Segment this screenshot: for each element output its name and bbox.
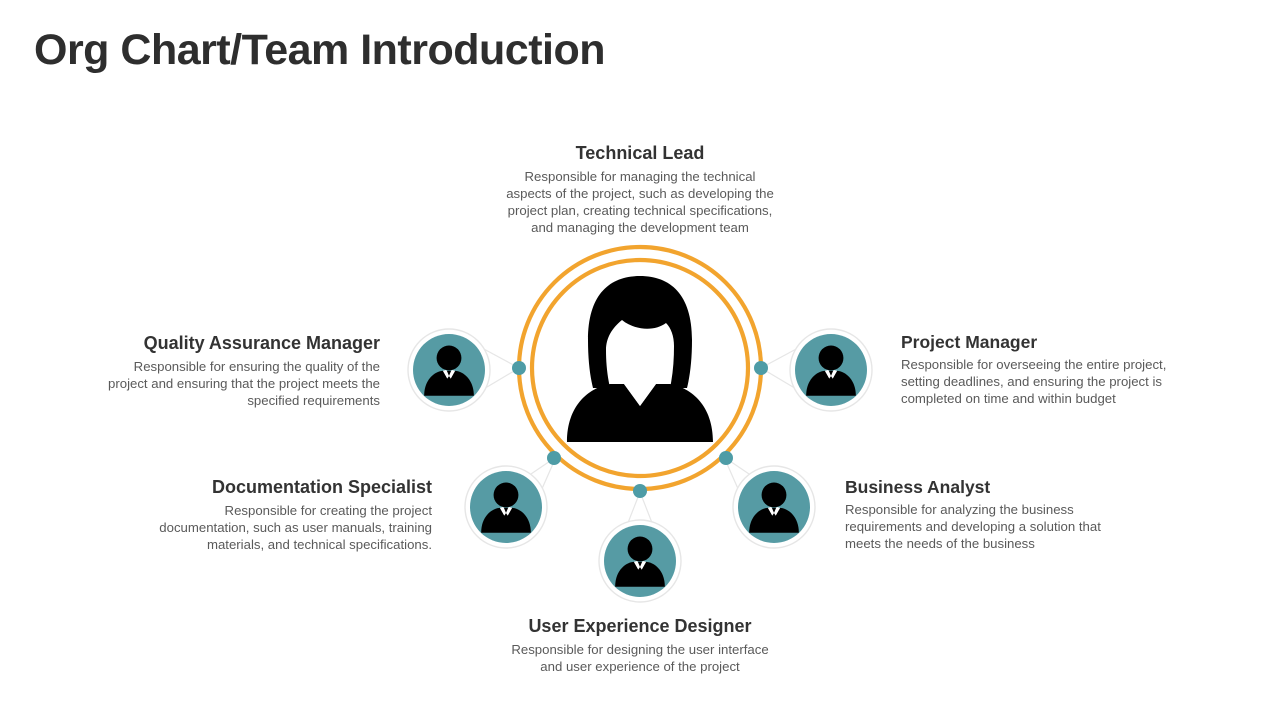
role-block-technical-lead: Technical Lead Responsible for managing … bbox=[470, 143, 810, 236]
role-title-user-experience-designer: User Experience Designer bbox=[528, 616, 752, 636]
role-desc-business-analyst: Responsible for analyzing the business r… bbox=[845, 501, 1135, 552]
role-desc-line: and user experience of the project bbox=[540, 658, 740, 674]
role-desc-line: setting deadlines, and ensuring the proj… bbox=[901, 374, 1162, 390]
inner-ring bbox=[529, 257, 751, 479]
role-title-documentation-specialist: Documentation Specialist bbox=[211, 477, 432, 497]
role-desc-line: project plan, creating technical specifi… bbox=[507, 202, 773, 218]
role-desc-line: Responsible for managing the technical bbox=[524, 168, 756, 184]
page-title: Org Chart/Team Introduction bbox=[34, 26, 606, 74]
role-desc-line: Responsible for creating the project bbox=[224, 502, 432, 518]
connector-dot-project-manager bbox=[754, 361, 768, 375]
role-block-business-analyst: Business Analyst Responsible for analyzi… bbox=[845, 477, 1135, 552]
role-desc-line: and managing the development team bbox=[531, 220, 749, 236]
role-block-documentation-specialist: Documentation Specialist Responsible for… bbox=[155, 477, 432, 553]
role-desc-quality-assurance-manager: Responsible for ensuring the quality of … bbox=[78, 358, 380, 409]
avatar-user-experience-designer[interactable] bbox=[604, 525, 676, 597]
center-avatar bbox=[567, 276, 713, 442]
connector-dot-user-experience-designer bbox=[633, 484, 647, 498]
role-desc-line: Responsible for ensuring the quality of … bbox=[133, 358, 380, 374]
role-block-project-manager: Project Manager Responsible for overseei… bbox=[901, 332, 1201, 407]
role-desc-line: aspects of the project, such as developi… bbox=[506, 185, 774, 201]
role-title-technical-lead: Technical Lead bbox=[575, 143, 705, 163]
role-desc-line: meets the needs of the business bbox=[845, 536, 1035, 552]
connector-dot-documentation-specialist bbox=[547, 451, 561, 465]
role-desc-line: completed on time and within budget bbox=[901, 391, 1116, 407]
role-block-quality-assurance-manager: Quality Assurance Manager Responsible fo… bbox=[78, 333, 380, 409]
avatar-documentation-specialist[interactable] bbox=[470, 471, 542, 543]
connector-dot-quality-assurance-manager bbox=[512, 361, 526, 375]
role-desc-technical-lead: Responsible for managing the technical a… bbox=[470, 168, 810, 237]
role-desc-line: Responsible for overseeing the entire pr… bbox=[901, 357, 1167, 372]
avatar-project-manager[interactable] bbox=[795, 334, 867, 406]
role-block-user-experience-designer: User Experience Designer Responsible for… bbox=[480, 616, 800, 675]
role-desc-line: requirements and developing a solution t… bbox=[845, 519, 1101, 535]
role-desc-line: Responsible for analyzing the business bbox=[845, 502, 1074, 517]
role-title-project-manager: Project Manager bbox=[901, 332, 1038, 352]
role-desc-project-manager: Responsible for overseeing the entire pr… bbox=[901, 356, 1201, 407]
role-desc-line: materials, and technical specifications. bbox=[206, 536, 432, 552]
role-desc-line: documentation, such as user manuals, tra… bbox=[159, 519, 432, 535]
role-desc-documentation-specialist: Responsible for creating the project doc… bbox=[155, 502, 432, 553]
role-desc-line: specified requirements bbox=[247, 392, 380, 408]
role-desc-line: project and ensuring that the project me… bbox=[108, 375, 380, 391]
role-title-quality-assurance-manager: Quality Assurance Manager bbox=[143, 333, 380, 353]
role-title-business-analyst: Business Analyst bbox=[845, 477, 991, 497]
connector-dot-business-analyst bbox=[719, 451, 733, 465]
role-desc-line: Responsible for designing the user inter… bbox=[511, 641, 769, 657]
avatar-business-analyst[interactable] bbox=[738, 471, 810, 543]
avatar-quality-assurance-manager[interactable] bbox=[413, 334, 485, 406]
role-desc-user-experience-designer: Responsible for designing the user inter… bbox=[480, 641, 800, 675]
